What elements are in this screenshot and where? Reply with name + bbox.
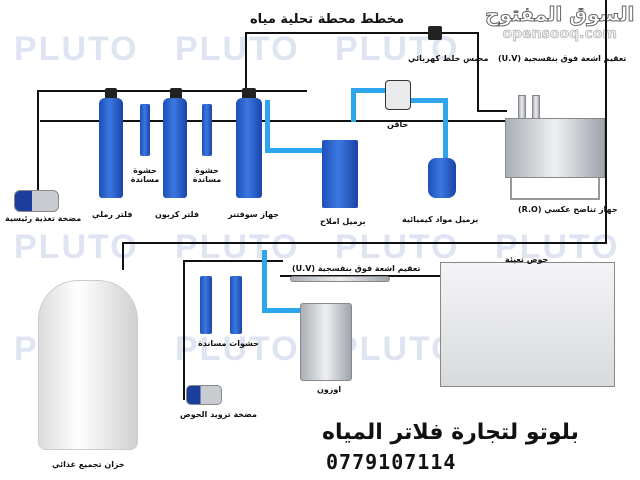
watermark: PLUTO (335, 228, 460, 266)
sand-filter-label: فلتر رملي (92, 210, 133, 219)
phone-number: 0779107114 (326, 450, 457, 474)
watermark: PLUTO (495, 228, 620, 266)
ro-unit-label: جهاز تناضح عكسي (R.O) (518, 205, 618, 214)
watermark: PLUTO (14, 228, 139, 266)
salt-barrel-label: برميل املاح (320, 217, 366, 226)
injector-label: حاقن (387, 120, 409, 129)
tank-label: خزان تجميع غذائي (52, 460, 125, 469)
softener-label: جهاز سوفتنر (228, 210, 280, 219)
ozone-label: اوزون (317, 385, 342, 394)
sand-filter-image (99, 98, 123, 198)
injector-image (385, 80, 411, 110)
company-name: بلوتو لتجارة فلاتر المياه (322, 420, 579, 445)
chemical-barrel-label: برميل مواد كيميائية (402, 215, 479, 224)
softener-image (236, 98, 262, 198)
basin-pump-image (186, 385, 222, 405)
watermark: PLUTO (175, 30, 300, 68)
filling-basin-label: حوض تعبئة (505, 255, 549, 264)
support-filters-label: حشوات مساندة (198, 339, 259, 348)
storage-tank-image (38, 280, 138, 450)
diagram-title: مخطط محطة تحلية مياه (250, 12, 405, 27)
ozone-generator-image (300, 303, 352, 381)
opensooq-logo: السوق المفتوح opensooq.com (484, 2, 635, 43)
main-pump-image (14, 190, 59, 212)
watermark: PLUTO (175, 330, 300, 368)
mixing-valve-label: محبس خلط كهربائي (408, 54, 489, 63)
support-cartridge-1-label: حشوة مساندة (130, 166, 160, 184)
watermark: PLUTO (14, 30, 139, 68)
chemical-barrel-image (428, 158, 456, 198)
opensooq-arabic: السوق المفتوح (484, 2, 635, 27)
watermark: PLUTO (335, 330, 460, 368)
opensooq-latin: opensooq.com (502, 26, 617, 43)
watermark: PLUTO (175, 228, 300, 266)
support-cartridge-2-label: حشوة مساندة (192, 166, 222, 184)
uv-bottom-label: تعقيم اشعة فوق بنفسجية (U.V) (292, 264, 421, 273)
basin-pump-label: مضخة تزويد الحوض (180, 410, 257, 419)
uv-lamp-image (290, 276, 390, 282)
ro-unit-image (505, 118, 605, 178)
filling-basin-image (440, 262, 615, 387)
carbon-filter-image (163, 98, 187, 198)
uv-top-label: تعقيم اشعة فوق بنفسجية (U.V) (498, 54, 627, 63)
carbon-filter-label: فلتر كربون (155, 210, 200, 219)
main-pump-label: مضخة تغذية رئيسية (5, 214, 82, 223)
salt-barrel-image (322, 140, 358, 208)
